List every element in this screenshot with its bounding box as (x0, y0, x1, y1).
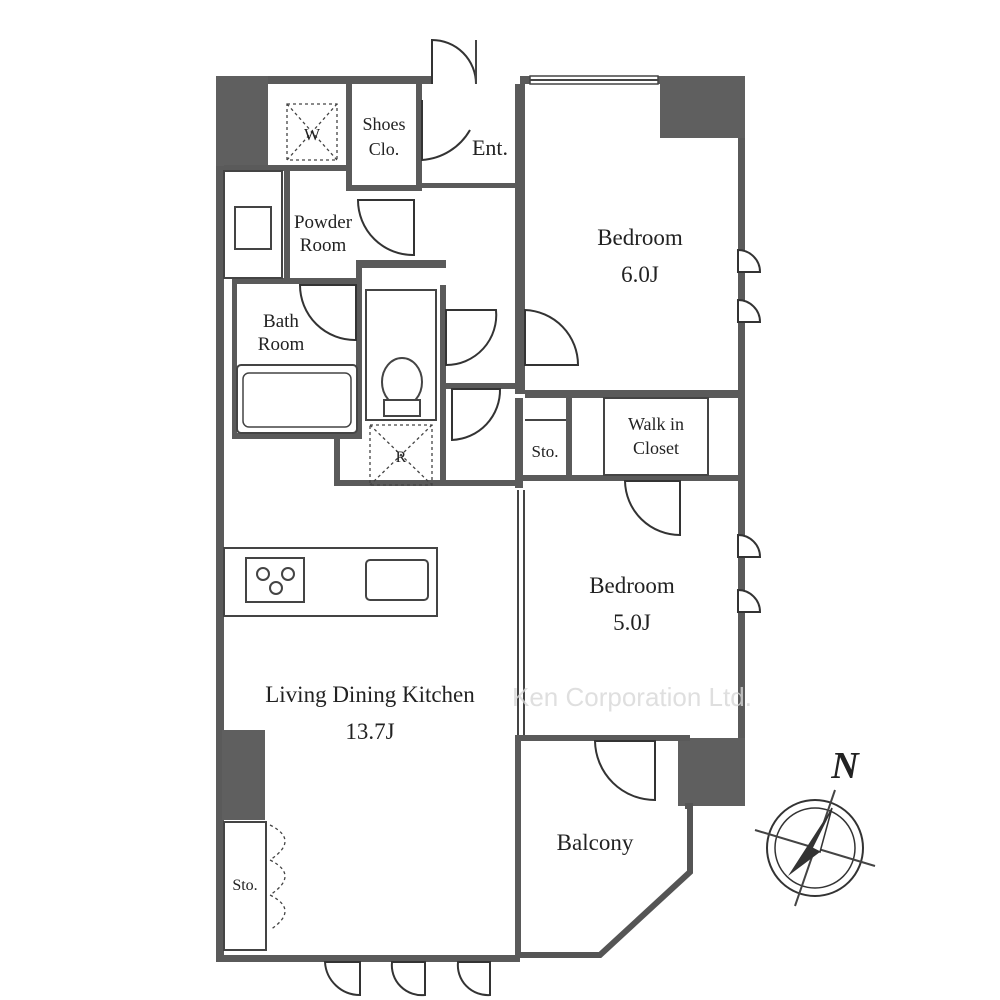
label-storage-small: Sto. (532, 442, 559, 461)
label-bedroom2-name: Bedroom (589, 573, 675, 598)
bathtub (236, 364, 358, 434)
toilet-icon (381, 357, 423, 407)
watermark: Ken Corporation Ltd. (512, 682, 752, 712)
doors[interactable] (298, 38, 762, 997)
balcony-railing (520, 803, 693, 958)
label-bedroom1-name: Bedroom (597, 225, 683, 250)
label-balcony: Balcony (557, 830, 634, 855)
sink-icon (234, 206, 272, 250)
label-walk-in-closet-2: Closet (633, 438, 679, 458)
toilet-room (365, 289, 437, 421)
closet-outline (603, 397, 709, 476)
refrigerator-space (369, 424, 433, 486)
label-entrance: Ent. (472, 135, 508, 160)
sink-icon (365, 559, 429, 601)
compass: N (754, 745, 876, 907)
outer-walls (216, 76, 745, 962)
label-bath-room-1: Bath (263, 311, 299, 332)
label-powder-room-2: Room (300, 235, 347, 256)
label-refrigerator: R (396, 449, 407, 466)
washer-space (286, 103, 338, 161)
compass-north-label: N (830, 745, 860, 787)
storage-cabinet (223, 821, 267, 951)
label-walk-in-closet-1: Walk in (628, 414, 684, 434)
label-ldk-size: 13.7J (345, 719, 394, 744)
label-bedroom1-size: 6.0J (621, 262, 659, 287)
label-storage-ldk: Sto. (232, 877, 257, 894)
label-shoes-closet-1: Shoes (362, 114, 405, 134)
label-washer: W (304, 125, 321, 144)
interior-walls (224, 84, 738, 955)
label-powder-room-1: Powder (294, 212, 353, 233)
label-ldk-name: Living Dining Kitchen (265, 682, 475, 707)
label-bath-room-2: Room (258, 334, 305, 355)
compass-needle-icon (788, 808, 832, 876)
label-shoes-closet-2: Clo. (369, 139, 400, 159)
label-bedroom2-size: 5.0J (613, 610, 651, 635)
stove-icon (245, 557, 305, 603)
